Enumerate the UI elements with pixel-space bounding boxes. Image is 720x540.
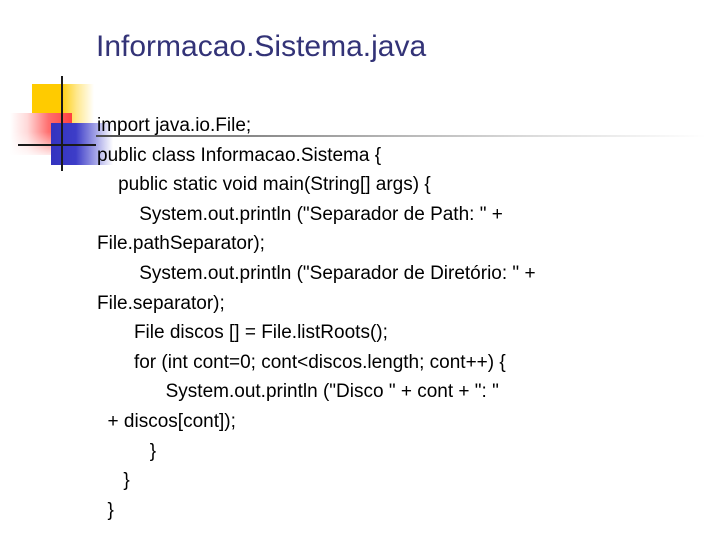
code-line: System.out.println ("Separador de Diretó… xyxy=(97,262,536,284)
code-line: public class Informacao.Sistema { xyxy=(97,144,382,166)
code-block: import java.io.File; public class Inform… xyxy=(97,111,712,525)
vertical-rule xyxy=(61,76,63,171)
code-line: System.out.println ("Separador de Path: … xyxy=(97,203,503,225)
code-line: import java.io.File; xyxy=(97,115,252,136)
code-line: for (int cont=0; cont<discos.length; con… xyxy=(97,351,506,373)
page-title: Informacao.Sistema.java xyxy=(96,30,427,63)
red-square-icon xyxy=(10,113,72,155)
code-line: + discos[cont]); xyxy=(97,410,236,432)
code-line: } xyxy=(97,440,157,462)
code-line: File.pathSeparator); xyxy=(97,233,265,255)
code-line: File discos [] = File.listRoots(); xyxy=(97,322,388,344)
body-divider-rule xyxy=(96,135,706,137)
code-line: public static void main(String[] args) { xyxy=(97,174,431,196)
code-line: System.out.println ("Disco " + cont + ":… xyxy=(97,381,499,403)
code-line: } xyxy=(97,470,130,492)
yellow-square-icon xyxy=(32,84,94,133)
horizontal-rule-short xyxy=(18,144,96,146)
code-line: File.separator); xyxy=(97,292,225,314)
code-line: } xyxy=(97,499,114,521)
